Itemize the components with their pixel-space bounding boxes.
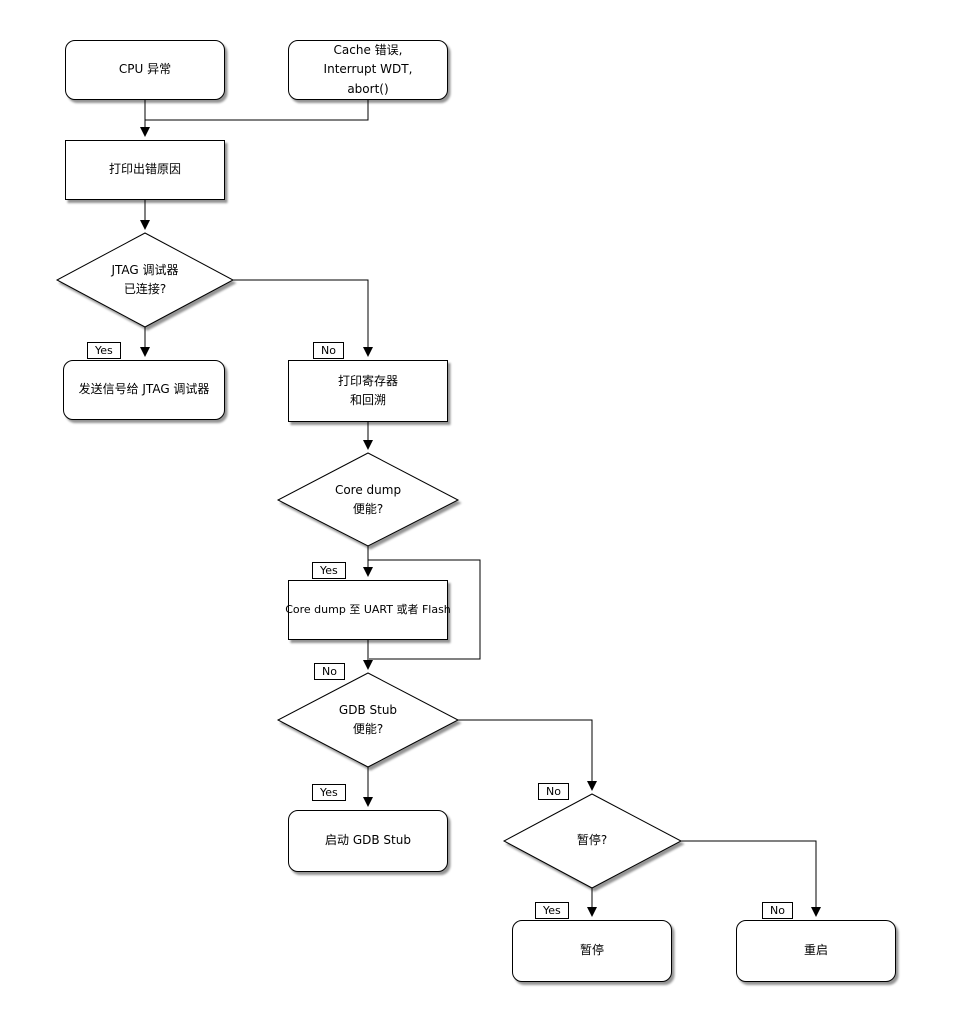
node-cpu-exception: CPU 异常 bbox=[65, 40, 225, 100]
connector-jtag-no bbox=[233, 279, 373, 357]
decision-jtag-line2: 已连接? bbox=[123, 282, 167, 296]
edge-label-halt-no: No bbox=[762, 902, 793, 919]
node-print-error-reason-label: 打印出错原因 bbox=[108, 162, 181, 177]
decision-gdbstub-line1: GDB Stub bbox=[338, 702, 398, 717]
decision-coredump-enabled-shape bbox=[276, 452, 460, 547]
node-core-dump-to-label: Core dump 至 UART 或者 Flash bbox=[285, 603, 451, 617]
node-reboot: 重启 bbox=[736, 920, 896, 982]
decision-coredump-line2: 便能? bbox=[352, 502, 384, 516]
connector-cache-merge bbox=[145, 100, 369, 121]
node-print-error-reason: 打印出错原因 bbox=[65, 140, 225, 200]
decision-gdbstub-line2: 便能? bbox=[352, 722, 384, 736]
decision-halt-text: 暂停? bbox=[576, 833, 608, 848]
node-print-registers-backtrace: 打印寄存器 和回溯 bbox=[288, 360, 448, 422]
edge-label-coredump-yes: Yes bbox=[312, 562, 346, 579]
node-core-dump-to: Core dump 至 UART 或者 Flash bbox=[285, 580, 451, 640]
edge-label-halt-yes: Yes bbox=[535, 902, 569, 919]
edge-label-gdbstub-yes: Yes bbox=[312, 784, 346, 801]
decision-jtag-line1: JTAG 调试器 bbox=[111, 262, 179, 277]
edge-label-jtag-no: No bbox=[313, 342, 344, 359]
decision-gdbstub-enabled-shape bbox=[276, 672, 460, 768]
node-halt: 暂停 bbox=[512, 920, 672, 982]
node-send-signal-jtag: 发送信号给 JTAG 调试器 bbox=[63, 360, 225, 420]
node-cache-error-line3: abort() bbox=[347, 81, 389, 96]
edge-label-jtag-yes: Yes bbox=[87, 342, 121, 359]
connector-gdbstub-no bbox=[458, 719, 597, 791]
edge-label-gdbstub-no: No bbox=[538, 783, 569, 800]
decision-jtag-connected-shape bbox=[55, 232, 235, 328]
node-start-gdb-stub-label: 启动 GDB Stub bbox=[325, 833, 411, 848]
node-cpu-exception-label: CPU 异常 bbox=[118, 62, 172, 77]
node-cache-error: Cache 错误, Interrupt WDT, abort() bbox=[288, 40, 448, 100]
decision-halt-label: 暂停? bbox=[532, 819, 652, 863]
node-print-registers-line1: 打印寄存器 bbox=[337, 373, 398, 388]
connector-halt-no bbox=[681, 840, 821, 917]
node-print-registers-line2: 和回溯 bbox=[349, 393, 386, 407]
decision-coredump-line1: Core dump bbox=[334, 482, 402, 497]
decision-halt-shape bbox=[502, 793, 683, 889]
node-halt-label: 暂停 bbox=[579, 943, 604, 958]
node-cache-error-line2: Interrupt WDT, bbox=[323, 62, 413, 77]
edge-label-coredump-no: No bbox=[314, 663, 345, 680]
connector-coredump-no-bypass bbox=[368, 559, 481, 660]
decision-coredump-enabled-label: Core dump 便能? bbox=[308, 477, 428, 523]
decision-jtag-connected-label: JTAG 调试器 已连接? bbox=[85, 257, 205, 303]
node-start-gdb-stub: 启动 GDB Stub bbox=[288, 810, 448, 872]
node-cache-error-line1: Cache 错误, bbox=[333, 43, 403, 58]
node-send-signal-jtag-label: 发送信号给 JTAG 调试器 bbox=[78, 382, 210, 397]
node-reboot-label: 重启 bbox=[803, 943, 828, 958]
decision-gdbstub-enabled-label: GDB Stub 便能? bbox=[308, 697, 428, 743]
